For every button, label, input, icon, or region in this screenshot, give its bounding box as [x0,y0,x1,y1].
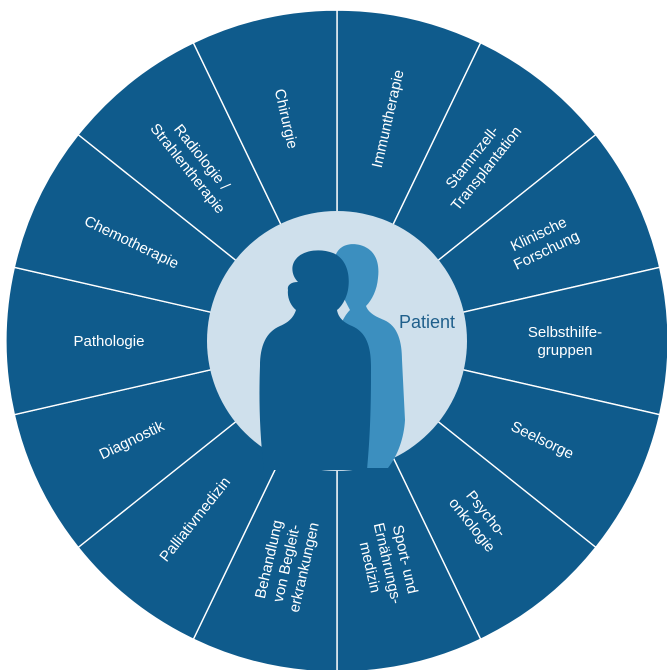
patient-label: Patient [399,312,455,332]
segment-label: Pathologie [74,333,145,350]
segment-label: Selbsthilfe-gruppen [528,324,602,359]
segment-label-line: gruppen [537,342,592,359]
wheel-segment [5,266,338,416]
two-person-silhouette-icon [259,244,405,470]
segment-label: Behandlungvon Begleit-erkrankungen [251,513,323,614]
segment-label-line: Pathologie [74,333,145,350]
segment-label-line: Selbsthilfe- [528,324,602,341]
front-person-silhouette [259,250,371,470]
wheel-segment [336,266,667,416]
patient-center: Patient [207,211,467,471]
